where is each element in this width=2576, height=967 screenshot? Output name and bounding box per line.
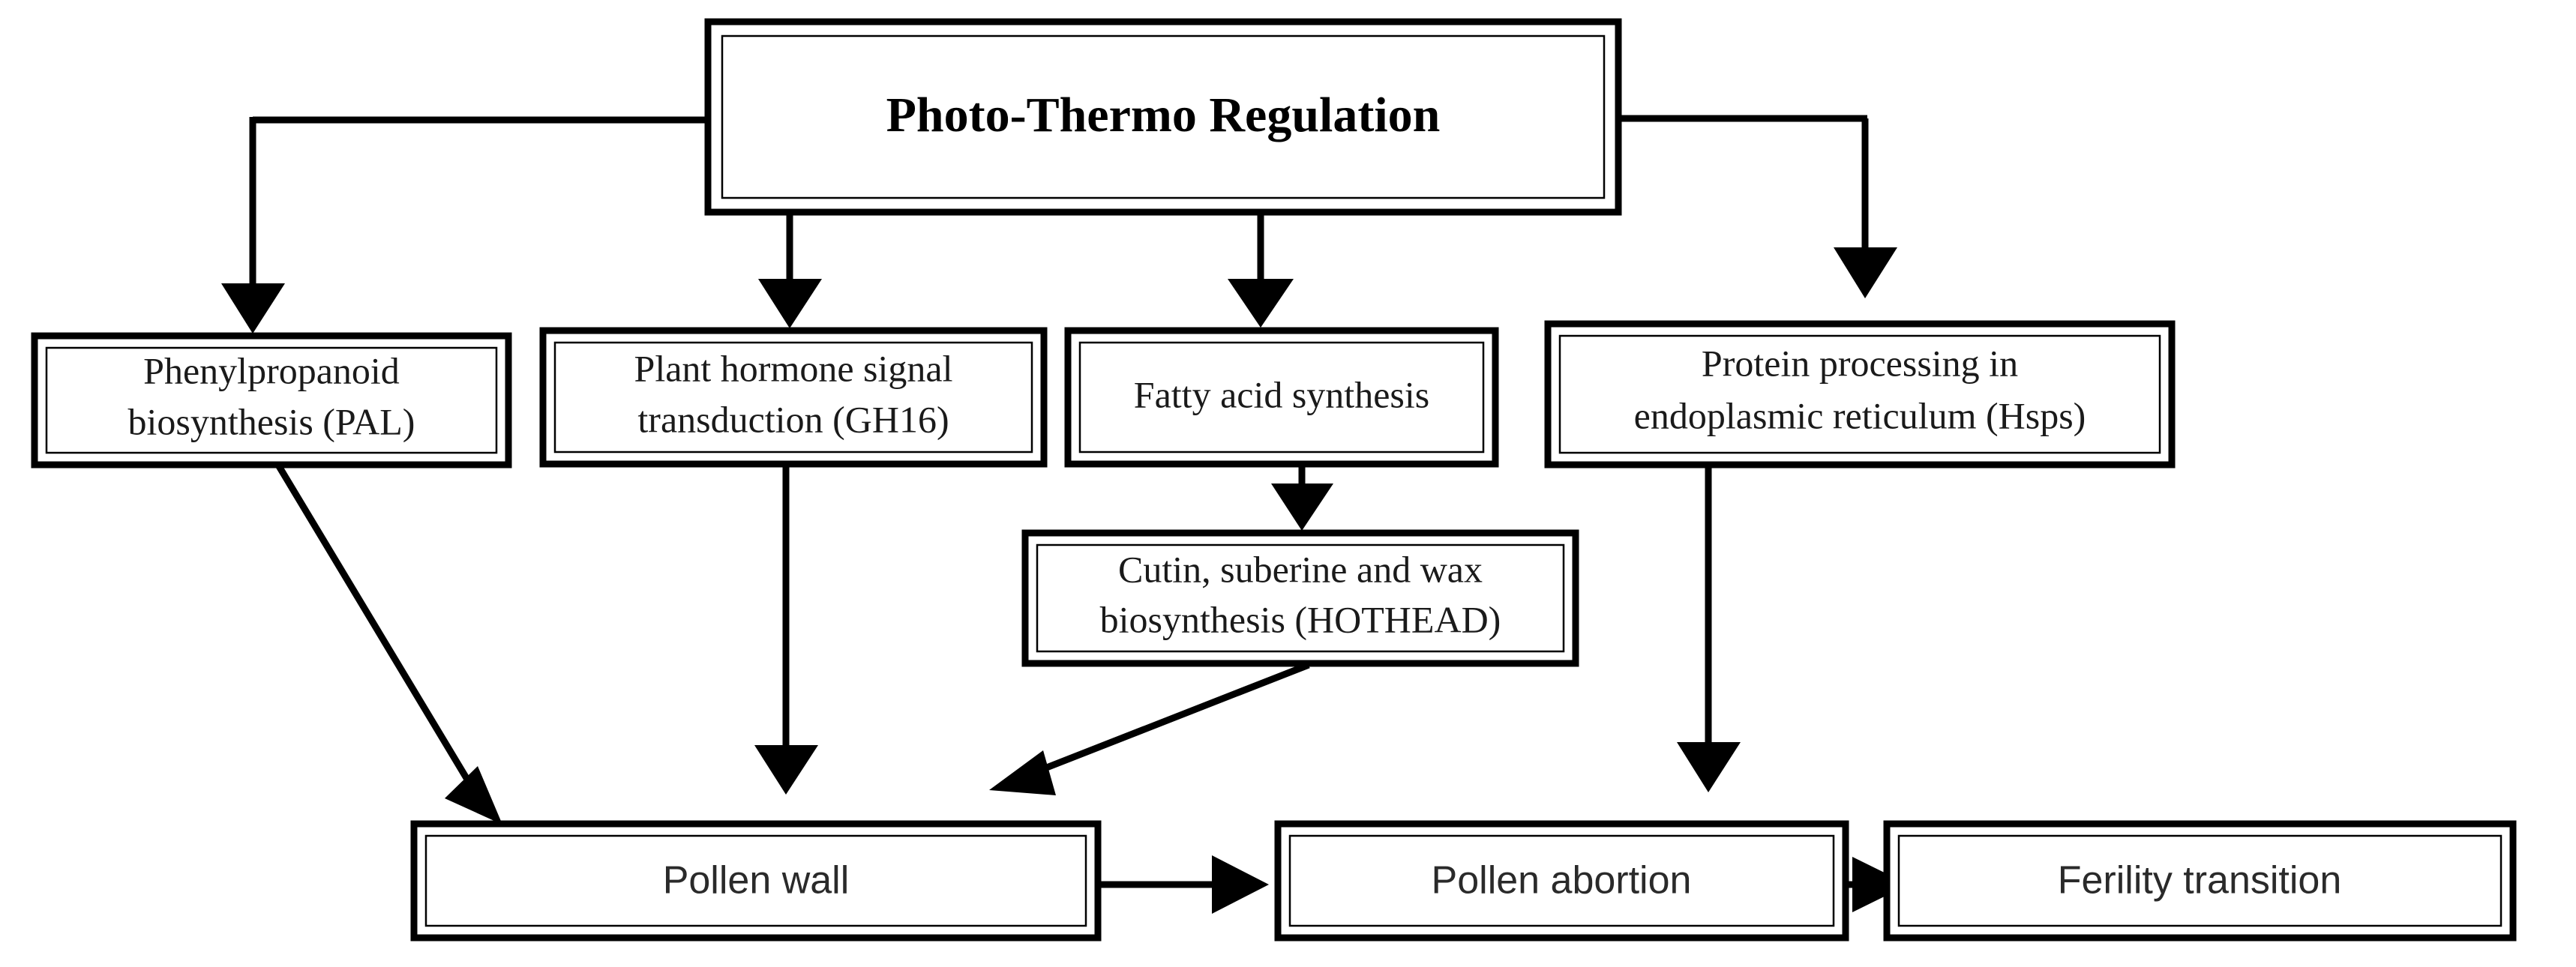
node-photo-thermo-regulation[interactable]: Photo-Thermo Regulation [704,18,1622,216]
node-cutin-suberine-wax-biosynthesis[interactable]: Cutin, suberine and wax biosynthesis (HO… [1021,529,1579,667]
edge-root-to-fattyacid [1228,215,1294,328]
node-label-protein-line2: endoplasmic reticulum (Hsps) [1634,394,2086,436]
node-label-ferility: Ferility transition [2058,859,2342,903]
node-fatty-acid-synthesis[interactable]: Fatty acid synthesis [1064,327,1499,468]
node-label-phenylpropanoid-line2: biosynthesis (PAL) [128,400,415,442]
node-label-protein-line1: Protein processing in [1702,342,2018,384]
edge-pollenwall-to-pollenabortion [1101,855,1269,914]
edge-fattyacid-to-cutin [1271,467,1333,531]
node-plant-hormone-signal-transduction[interactable]: Plant hormone signal transduction (GH16) [539,327,1048,468]
node-label-cutin-line2: biosynthesis (HOTHEAD) [1100,598,1501,640]
node-label-cutin-line1: Cutin, suberine and wax [1118,548,1483,590]
node-label-fattyacid-line1: Fatty acid synthesis [1134,373,1429,415]
edge-protein-to-pollenabortion [1677,468,1741,792]
node-label-phenylpropanoid-line1: Phenylpropanoid [143,349,400,391]
node-label-pollenwall: Pollen wall [663,859,850,903]
node-pollen-abortion[interactable]: Pollen abortion [1274,820,1849,942]
node-protein-processing-er[interactable]: Protein processing in endoplasmic reticu… [1544,320,2176,469]
edge-phenylpropanoid-to-pollenwall [276,464,502,825]
node-label-hormone-line2: transduction (GH16) [637,398,949,440]
edge-cutin-to-pollenwall [989,661,1310,795]
edge-root-to-phenylpropanoid [221,117,285,334]
edge-root-to-protein [1621,115,1897,298]
edge-hormone-to-pollenwall [754,467,818,795]
node-label-root: Photo-Thermo Regulation [886,88,1441,142]
node-pollen-wall[interactable]: Pollen wall [410,820,1102,942]
node-label-hormone-line1: Plant hormone signal [634,347,953,389]
node-ferility-transition[interactable]: Ferility transition [1883,820,2517,942]
node-phenylpropanoid-biosynthesis[interactable]: Phenylpropanoid biosynthesis (PAL) [31,332,512,469]
node-label-pollenabortion: Pollen abortion [1432,859,1692,903]
